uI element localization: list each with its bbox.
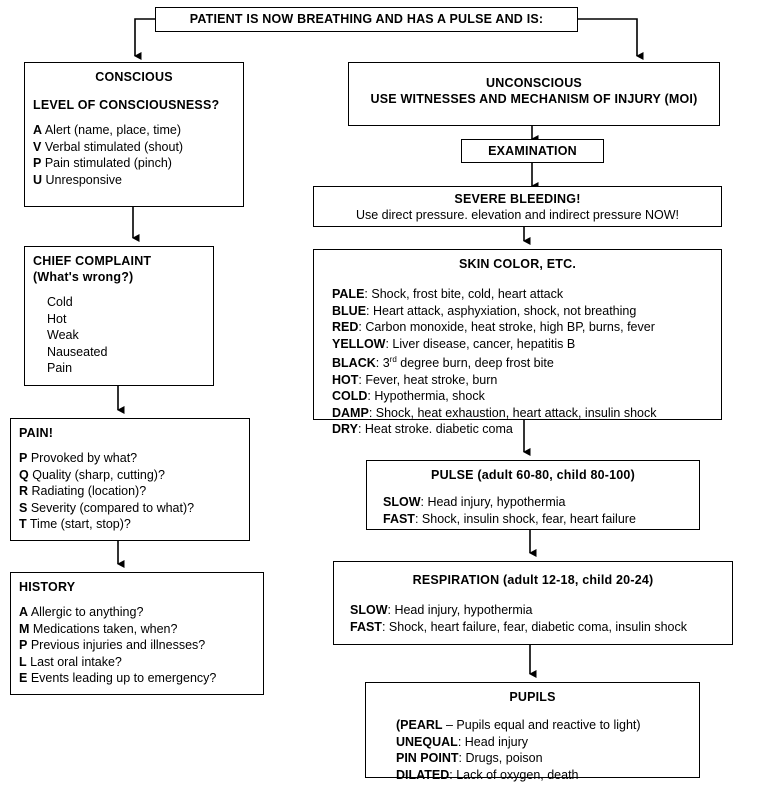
list-item: (PEARL – Pupils equal and reactive to li…: [396, 718, 641, 732]
list-item: PIN POINT: Drugs, poison: [396, 751, 543, 765]
unconscious-box: UNCONSCIOUS USE WITNESSES AND MECHANISM …: [348, 62, 720, 126]
skin-color-title: SKIN COLOR, ETC.: [458, 257, 577, 271]
pupils-box: PUPILS (PEARL – Pupils equal and reactiv…: [365, 682, 700, 782]
severe-bleeding-title: SEVERE BLEEDING!: [454, 192, 581, 206]
chief-complaint-items: Cold Hot Weak Nauseated Pain: [33, 294, 205, 377]
conscious-box: CONSCIOUS LEVEL OF CONSCIOUSNESS? A Aler…: [24, 62, 244, 207]
respiration-box: RESPIRATION (adult 12-18, child 20-24) S…: [333, 561, 733, 645]
chief-complaint-box: CHIEF COMPLAINT (What's wrong?) Cold Hot…: [24, 246, 214, 386]
list-item: T Time (start, stop)?: [19, 517, 131, 531]
list-item: V Verbal stimulated (shout): [33, 139, 184, 154]
list-item: SLOW: Head injury, hypothermia: [350, 603, 533, 617]
chief-complaint-title: CHIEF COMPLAINT: [33, 254, 152, 268]
severe-bleeding-subtitle: Use direct pressure. elevation and indir…: [355, 208, 680, 222]
list-item: FAST: Shock, heart failure, fear, diabet…: [350, 619, 687, 634]
chief-complaint-subtitle: (What's wrong?): [33, 270, 134, 284]
list-item: FAST: Shock, insulin shock, fear, heart …: [383, 511, 636, 526]
black-burn-text: : 3rd degree burn, deep frost bite: [375, 355, 554, 371]
header-title: PATIENT IS NOW BREATHING AND HAS A PULSE…: [189, 12, 544, 26]
examination-title: EXAMINATION: [488, 144, 577, 158]
severe-bleeding-box: SEVERE BLEEDING! Use direct pressure. el…: [313, 186, 722, 227]
respiration-title: RESPIRATION (adult 12-18, child 20-24): [412, 573, 654, 587]
unconscious-title: UNCONSCIOUS: [486, 76, 582, 90]
list-item: DRY: Heat stroke. diabetic coma: [332, 422, 513, 437]
list-item: E Events leading up to emergency?: [19, 671, 217, 685]
unconscious-subtitle: USE WITNESSES AND MECHANISM OF INJURY (M…: [370, 92, 698, 106]
list-item: S Severity (compared to what)?: [19, 500, 195, 515]
history-items: A Allergic to anything? M Medications ta…: [19, 604, 255, 687]
list-item: A Allergic to anything?: [19, 605, 144, 619]
list-item: Weak: [47, 328, 79, 342]
list-item: PALE: Shock, frost bite, cold, heart att…: [332, 287, 564, 301]
list-item: HOT: Fever, heat stroke, burn: [332, 372, 498, 387]
pulse-title: PULSE (adult 60-80, child 80-100): [431, 468, 635, 482]
list-item: UNEQUAL: Head injury: [396, 734, 528, 749]
list-item: P Provoked by what?: [19, 451, 138, 465]
respiration-items: SLOW: Head injury, hypothermia FAST: Sho…: [342, 602, 724, 635]
conscious-items: A Alert (name, place, time) V Verbal sti…: [33, 122, 235, 188]
list-item: DILATED: Lack of oxygen, death: [396, 767, 579, 782]
skin-color-box: SKIN COLOR, ETC. PALE: Shock, frost bite…: [313, 249, 722, 436]
list-item: P Pain stimulated (pinch): [33, 156, 172, 170]
list-item: U Unresponsive: [33, 172, 122, 187]
list-item: COLD: Hypothermia, shock: [332, 389, 485, 404]
pulse-items: SLOW: Head injury, hypothermia FAST: Sho…: [375, 494, 691, 527]
list-item: Hot: [47, 311, 67, 326]
pain-title: PAIN!: [19, 426, 54, 440]
conscious-title: CONSCIOUS: [95, 70, 173, 84]
pulse-box: PULSE (adult 60-80, child 80-100) SLOW: …: [366, 460, 700, 530]
conscious-subtitle: LEVEL OF CONSCIOUSNESS?: [33, 98, 220, 112]
history-box: HISTORY A Allergic to anything? M Medica…: [10, 572, 264, 695]
list-item: R Radiating (location)?: [19, 484, 147, 498]
list-item: Pain: [47, 361, 73, 375]
list-item: DAMP: Shock, heat exhaustion, heart atta…: [332, 405, 657, 420]
list-item: L Last oral intake?: [19, 654, 122, 669]
skin-color-items: PALE: Shock, frost bite, cold, heart att…: [322, 286, 713, 438]
header-box: PATIENT IS NOW BREATHING AND HAS A PULSE…: [155, 7, 578, 32]
list-item: A Alert (name, place, time): [33, 123, 181, 137]
list-item: RED: Carbon monoxide, heat stroke, high …: [332, 320, 655, 334]
list-item: YELLOW: Liver disease, cancer, hepatitis…: [332, 336, 576, 351]
pupils-items: (PEARL – Pupils equal and reactive to li…: [374, 717, 691, 783]
list-item: Nauseated: [47, 344, 108, 359]
list-item: Q Quality (sharp, cutting)?: [19, 467, 165, 482]
history-title: HISTORY: [19, 580, 76, 594]
pupils-title: PUPILS: [509, 690, 556, 704]
list-item: P Previous injuries and illnesses?: [19, 638, 206, 652]
list-item: BLUE: Heart attack, asphyxiation, shock,…: [332, 303, 637, 318]
list-item: Cold: [47, 295, 73, 309]
pain-box: PAIN! P Provoked by what? Q Quality (sha…: [10, 418, 250, 541]
examination-box: EXAMINATION: [461, 139, 604, 163]
list-item: BLACK: 3rd degree burn, deep frost bite: [332, 355, 554, 371]
list-item: M Medications taken, when?: [19, 621, 178, 636]
pain-items: P Provoked by what? Q Quality (sharp, cu…: [19, 450, 241, 533]
list-item: SLOW: Head injury, hypothermia: [383, 495, 566, 509]
